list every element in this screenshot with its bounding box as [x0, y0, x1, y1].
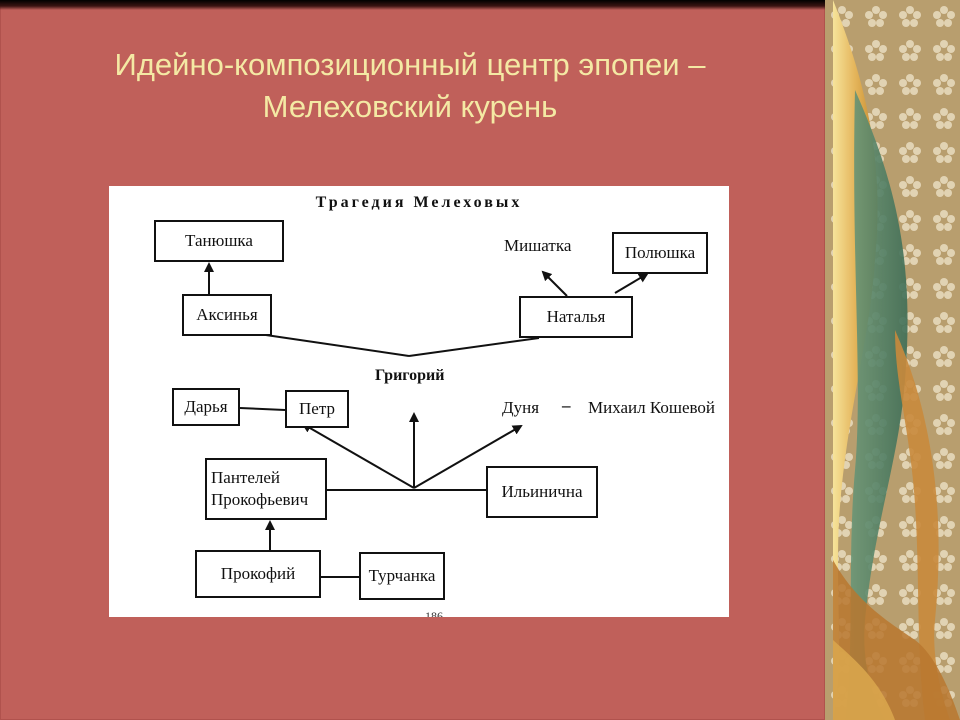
- node-ilyinichna: Ильинична: [486, 466, 598, 518]
- node-panteley-line2: Прокофьевич: [211, 490, 309, 509]
- line-natalya-grigoriy: [408, 337, 540, 357]
- arrow-to-petr: [301, 423, 415, 489]
- node-panteley-line1: Пантелей: [211, 468, 281, 487]
- node-tanyushka: Танюшка: [154, 220, 284, 262]
- node-petr: Петр: [285, 390, 349, 428]
- node-darya: Дарья: [172, 388, 240, 426]
- diagram-connectors: [204, 262, 649, 578]
- arrow-natalya-polyushka: [614, 272, 649, 294]
- dunya-mikhail-dash: –: [562, 396, 571, 415]
- node-mikhail-koshevoy: Михаил Кошевой: [588, 398, 716, 417]
- node-mishatka: Мишатка: [504, 236, 572, 255]
- node-aksinya: Аксинья: [182, 294, 272, 336]
- family-diagram: Трагедия Мелеховых Танюшка Аксинья Мишат…: [109, 186, 729, 617]
- node-natalya: Наталья: [519, 296, 633, 338]
- line-aksinya-grigoriy: [258, 333, 410, 357]
- floral-curtain-ornament: [825, 0, 960, 720]
- node-panteley-prokofyevich: Пантелей Прокофьевич: [205, 458, 327, 520]
- slide-title-line1: Идейно-композиционный центр эпопеи –: [114, 47, 706, 82]
- slide-title: Идейно-композиционный центр эпопеи – Мел…: [20, 44, 800, 128]
- slide-title-line2: Мелеховский курень: [262, 89, 558, 124]
- arrow-natalya-mishatka: [541, 270, 568, 297]
- node-grigoriy: Григорий: [375, 367, 445, 384]
- page-number: 186: [425, 609, 443, 617]
- line-darya-petr: [239, 407, 286, 411]
- decor-curtain-panel: [825, 0, 960, 720]
- slide: Идейно-композиционный центр эпопеи – Мел…: [0, 0, 825, 617]
- arrow-to-dunya: [413, 424, 523, 489]
- diagram-title: Трагедия Мелеховых: [315, 194, 523, 211]
- node-dunya: Дуня: [502, 398, 540, 417]
- node-turchanka: Турчанка: [359, 552, 445, 600]
- node-polyushka: Полюшка: [612, 232, 708, 274]
- node-prokofiy: Прокофий: [195, 550, 321, 598]
